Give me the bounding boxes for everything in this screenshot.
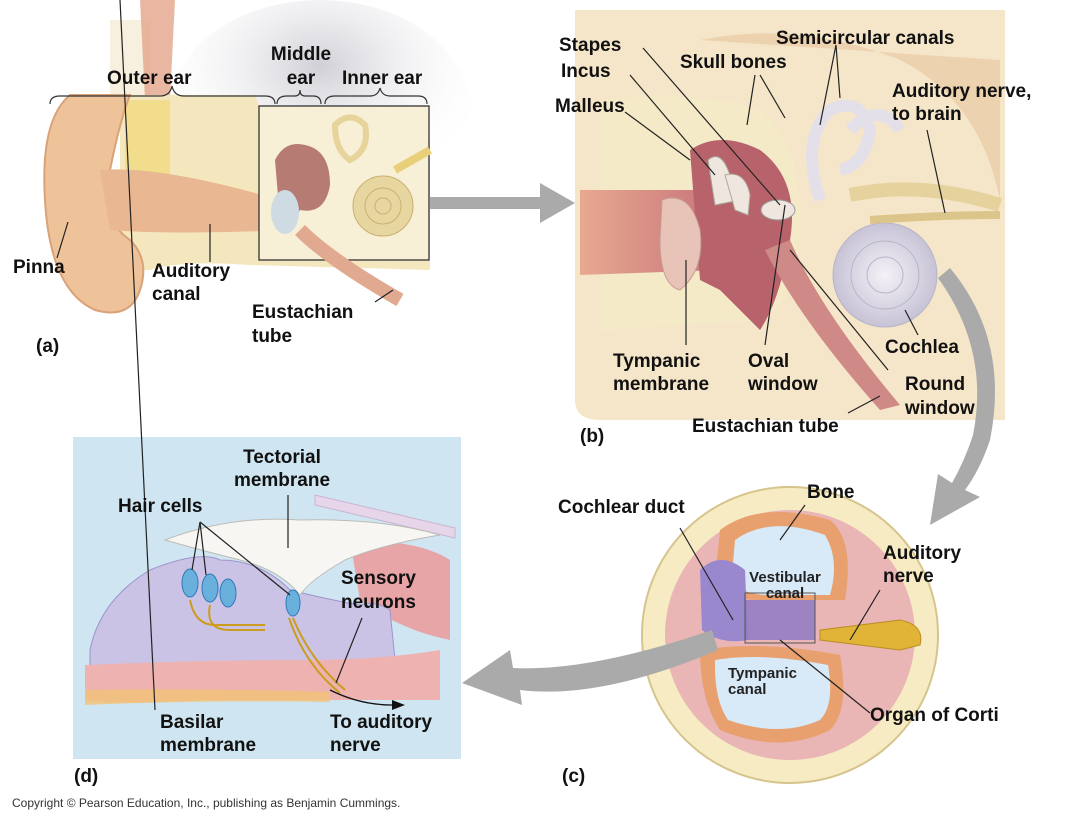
reissner-membrane xyxy=(314,494,456,539)
label-sensory-neurons-line2: neurons xyxy=(341,592,416,613)
label-skull-bones: Skull bones xyxy=(680,52,787,73)
label-round-window-line2: window xyxy=(905,398,975,419)
label-incus: Incus xyxy=(561,61,611,82)
label-inner-ear: Inner ear xyxy=(342,68,423,89)
neck-tissue xyxy=(110,20,150,100)
auditory-canal-shape xyxy=(100,169,290,233)
label-to-auditory-nerve-line2: nerve xyxy=(330,735,381,756)
panel-d-leaders xyxy=(119,0,363,711)
panel-tag-a: (a) xyxy=(36,336,60,357)
label-vestibular-canal-line1: Vestibular xyxy=(749,569,821,586)
label-cochlea: Cochlea xyxy=(885,337,959,358)
cochlea-a xyxy=(352,175,414,237)
stapes-bone xyxy=(760,199,796,221)
label-to-auditory-nerve-line1: To auditory xyxy=(330,712,433,733)
label-stapes: Stapes xyxy=(559,35,622,56)
upper-vessel xyxy=(140,0,175,100)
outer-ear-bracket xyxy=(49,85,276,105)
label-tympanic-membrane-line1: Tympanic xyxy=(613,351,701,372)
skull-shadow xyxy=(700,33,1000,201)
panel-b-leaders xyxy=(624,44,946,414)
label-basilar-membrane-line1: Basilar xyxy=(160,712,224,733)
panel-tag-b: (b) xyxy=(580,426,605,447)
label-sensory-neurons-line1: Sensory xyxy=(341,568,416,589)
label-middle-ear-line1: Middle xyxy=(270,44,332,65)
panel-a-outer-ear-illustration xyxy=(43,0,470,314)
cochlear-duct xyxy=(700,560,748,642)
copyright-notice: Copyright © Pearson Education, Inc., pub… xyxy=(12,796,401,810)
tympanic-membrane-a xyxy=(271,190,299,234)
hair-cell xyxy=(285,589,301,617)
hair-cell xyxy=(219,578,237,608)
label-eustachian-tube-b: Eustachian tube xyxy=(692,416,839,437)
eustachian-tube-b xyxy=(765,240,900,410)
panel-c-cochlea-cross-section xyxy=(641,486,939,784)
label-round-window-line1: Round xyxy=(905,374,966,395)
organ-inset-box xyxy=(744,592,816,644)
label-hair-cells: Hair cells xyxy=(118,496,203,517)
hair-cells-group xyxy=(181,568,301,617)
panel-d-organ-of-corti xyxy=(73,0,461,759)
label-auditory-canal-line2: canal xyxy=(152,284,201,305)
label-tectorial-membrane-line2: membrane xyxy=(233,470,331,491)
to-nerve-arrowhead-icon xyxy=(392,700,405,710)
label-tectorial-membrane-line1: Tectorial xyxy=(243,447,321,468)
tympanic-membrane-b xyxy=(659,197,702,291)
label-tympanic-canal-line2: canal xyxy=(728,681,767,698)
middle-ear-bracket xyxy=(276,89,322,105)
label-auditory-nerve-c-line1: Auditory xyxy=(883,543,962,564)
label-tympanic-membrane-line2: membrane xyxy=(613,374,710,395)
label-eustachian-a-line2: tube xyxy=(252,326,293,347)
arrow-a-to-b-icon xyxy=(430,183,575,223)
tympanic-canal xyxy=(714,656,831,729)
panel-tag-c: (c) xyxy=(562,766,586,787)
pinna-leader xyxy=(56,221,69,259)
label-outer-ear: Outer ear xyxy=(107,68,192,89)
label-vestibular-canal-line2: canal xyxy=(765,585,805,602)
auditory-nerve-b xyxy=(848,182,1003,212)
panel-c-leaders xyxy=(679,504,881,714)
vestibular-canal xyxy=(732,526,834,595)
to-nerve-arrow-line xyxy=(329,689,393,706)
panel-b-middle-inner-ear-illustration xyxy=(575,10,1005,420)
nerve-a xyxy=(393,146,432,174)
label-basilar-membrane-line2: membrane xyxy=(160,735,257,756)
spiral-ligament xyxy=(350,540,450,640)
label-organ-of-corti: Organ of Corti xyxy=(870,705,999,726)
eustachian-tube-a xyxy=(295,225,404,307)
label-eustachian-a-line1: Eustachian xyxy=(252,302,354,323)
label-tympanic-canal-line1: Tympanic xyxy=(728,665,797,682)
incus-bone xyxy=(724,173,751,216)
panel-tag-d: (d) xyxy=(74,766,99,787)
cochlea-b xyxy=(832,222,938,328)
label-oval-window-line1: Oval xyxy=(748,351,790,372)
auditory-nerve-c xyxy=(819,619,922,651)
semicircular-canals-a xyxy=(331,114,369,164)
eustachian-leader-a xyxy=(374,289,394,303)
hair-cell xyxy=(181,568,199,598)
hair-cell xyxy=(201,573,219,603)
label-pinna: Pinna xyxy=(13,257,65,278)
label-middle-ear-line2: ear xyxy=(286,68,316,89)
label-oval-window-line2: window xyxy=(748,374,818,395)
inner-ear-bracket xyxy=(324,87,428,105)
arrow-b-to-c-icon xyxy=(930,268,995,525)
organ-of-corti-c xyxy=(745,600,815,640)
label-bone: Bone xyxy=(807,482,855,503)
label-auditory-nerve-b-line2: to brain xyxy=(892,104,962,125)
label-auditory-canal-line1: Auditory xyxy=(152,261,231,282)
label-auditory-nerve-b-line1: Auditory nerve, xyxy=(892,81,1032,102)
sensory-neurons-d xyxy=(189,599,346,694)
label-semicircular-canals: Semicircular canals xyxy=(776,28,955,49)
arrow-c-to-d-icon xyxy=(462,630,718,705)
semicircular-canals-b xyxy=(806,99,905,202)
label-malleus: Malleus xyxy=(555,96,625,117)
label-cochlear-duct: Cochlear duct xyxy=(558,497,685,518)
label-auditory-nerve-c-line2: nerve xyxy=(883,566,934,587)
